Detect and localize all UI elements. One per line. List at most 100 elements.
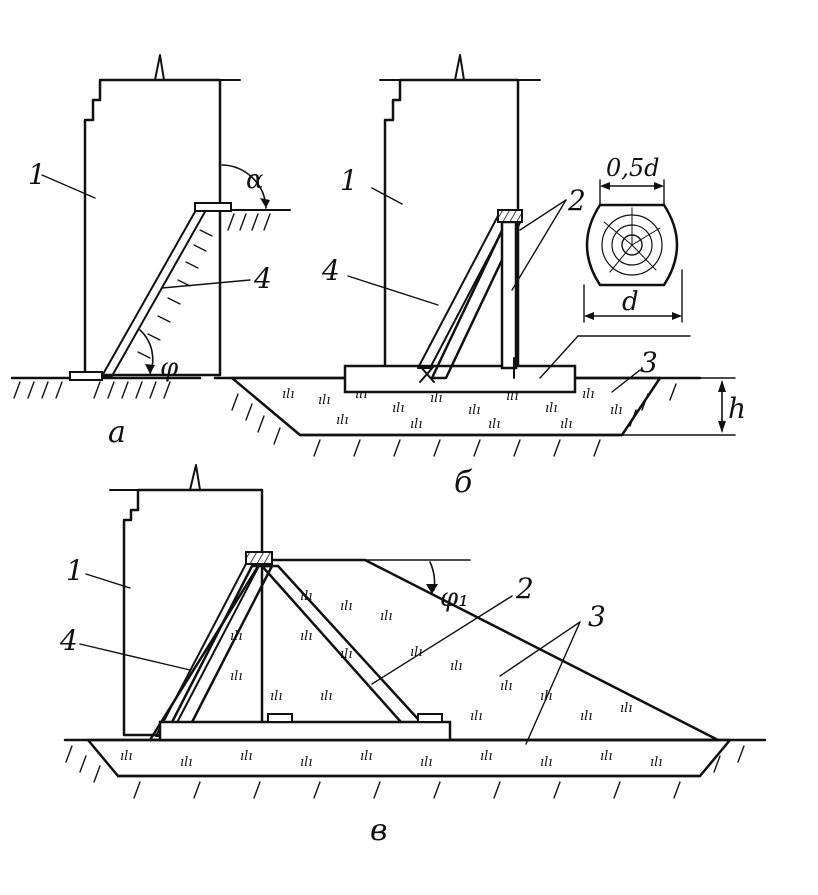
svg-text:ılı: ılı: [420, 755, 432, 770]
leader-2b-b: [511, 199, 567, 291]
svg-text:ılı: ılı: [336, 413, 348, 428]
svg-text:ılı: ılı: [320, 689, 332, 704]
label-log-half: 0,5d: [606, 154, 660, 182]
svg-text:ılı: ılı: [410, 417, 422, 432]
block-2-v: [417, 713, 443, 723]
leader-4-b: [347, 275, 439, 306]
strut-b: [417, 211, 513, 369]
svg-text:ılı: ılı: [500, 679, 512, 694]
svg-text:ılı: ılı: [545, 401, 557, 416]
leader-1-v: [85, 573, 131, 589]
svg-text:ılı: ılı: [470, 709, 482, 724]
label-depth-h: h: [728, 392, 746, 425]
svg-text:ılı: ılı: [230, 669, 242, 684]
angle-alpha-arrow: [260, 198, 270, 208]
leader-4-v: [79, 643, 191, 671]
svg-text:ılı: ılı: [410, 645, 422, 660]
svg-text:ılı: ılı: [620, 701, 632, 716]
label-wall-b: 1: [340, 164, 358, 197]
leader-1-a: [41, 174, 96, 199]
leader-4-a: [161, 279, 251, 289]
svg-text:ılı: ılı: [270, 689, 282, 704]
svg-text:ılı: ılı: [480, 749, 492, 764]
post-vertical-b: [500, 220, 518, 370]
post-diagonal-v: [166, 564, 274, 732]
label-wall-a: 1: [28, 158, 46, 191]
break-mark-a: [119, 54, 241, 81]
label-strut-a: 4: [253, 262, 272, 295]
svg-text:ılı: ılı: [380, 609, 392, 624]
label-strut-b: 4: [321, 254, 340, 287]
ground-hatch-b: [231, 383, 677, 457]
cap-v: [245, 551, 273, 565]
svg-text:ılı: ılı: [230, 629, 242, 644]
angle-phi-arrow: [145, 364, 155, 374]
svg-text:ılı: ılı: [580, 709, 592, 724]
svg-text:ılı: ılı: [560, 417, 572, 432]
svg-text:ılı: ılı: [240, 749, 252, 764]
svg-text:ılı: ılı: [300, 629, 312, 644]
caption-v: в: [370, 813, 387, 848]
leader-3-b: [611, 369, 641, 393]
label-angle-phi: φ: [160, 353, 179, 383]
leader-2-v: [371, 595, 513, 685]
sleeper-v: [158, 720, 452, 742]
leader-1-b: [371, 187, 403, 205]
label-angle-phi1: φ₁: [440, 583, 469, 613]
svg-text:ılı: ılı: [392, 401, 404, 416]
svg-text:ılı: ılı: [650, 755, 662, 770]
break-mark-v: [109, 464, 263, 491]
bearing-plate-bottom-a: [69, 371, 103, 381]
label-post-v: 2: [515, 572, 534, 605]
wall-a: [83, 78, 222, 377]
svg-text:ılı: ılı: [300, 589, 312, 604]
svg-text:ılı: ılı: [430, 391, 442, 406]
svg-text:ılı: ılı: [300, 755, 312, 770]
svg-text:ılı: ılı: [318, 393, 330, 408]
log-section: [583, 179, 683, 323]
block-1-v: [267, 713, 293, 723]
svg-text:ılı: ılı: [540, 689, 552, 704]
label-strut-v: 4: [59, 624, 78, 657]
leader-3a-v: [499, 621, 581, 677]
label-log-diameter: d: [622, 287, 639, 317]
svg-text:ılı: ılı: [282, 387, 294, 402]
ground-hatch-v: [65, 745, 745, 799]
cap-b: [497, 209, 523, 223]
svg-text:ılı: ılı: [540, 755, 552, 770]
leader-log-b: [539, 335, 579, 379]
dim-h-arrow-top: [718, 380, 726, 392]
wall-v: [122, 488, 264, 737]
bearing-plate-top-a: [194, 202, 232, 212]
ground-hatch-a: [13, 213, 271, 399]
svg-text:ılı: ılı: [488, 417, 500, 432]
svg-text:ılı: ılı: [340, 647, 352, 662]
label-angle-alpha: α: [246, 165, 264, 195]
svg-text:ılı: ılı: [180, 755, 192, 770]
svg-text:ılı: ılı: [360, 749, 372, 764]
label-post-b: 2: [567, 184, 586, 217]
angle-phi1-arrow: [426, 584, 438, 594]
panel-a: 1 4 α φ а: [10, 54, 291, 450]
label-wall-v: 1: [66, 554, 84, 587]
svg-text:ılı: ılı: [340, 599, 352, 614]
leader-2a-b: [519, 199, 567, 231]
caption-b: б: [454, 465, 473, 500]
strut-a: [101, 209, 207, 377]
svg-text:ılı: ılı: [468, 403, 480, 418]
svg-text:ılı: ılı: [600, 749, 612, 764]
caption-a: а: [108, 415, 126, 450]
break-mark-b: [379, 54, 541, 81]
wall-b: [383, 78, 520, 370]
svg-text:ılı: ılı: [582, 387, 594, 402]
wedge-b: [419, 365, 435, 383]
dim-h-arrow-bottom: [718, 421, 726, 433]
sleeper-beam-b: [343, 364, 577, 394]
svg-text:ılı: ılı: [450, 659, 462, 674]
leader-3b-v: [525, 621, 581, 745]
